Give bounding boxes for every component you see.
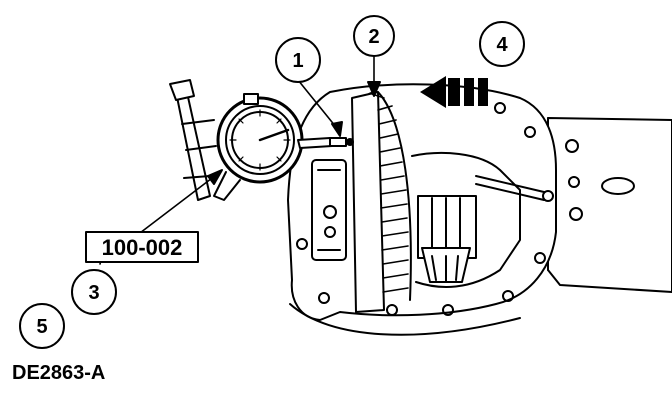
axle-housing-flange [547, 117, 672, 293]
tool-label-box [85, 231, 199, 263]
callout-2-circle [353, 15, 395, 57]
callout-5: 5 [36, 316, 47, 338]
callout-5-circle [19, 303, 65, 349]
callout-3-arrow [207, 169, 223, 185]
callout-3-circle [71, 269, 117, 315]
callout-4-circle [479, 21, 525, 67]
callout-2: 2 [368, 26, 379, 48]
figure-id: DE2863-A [12, 362, 106, 384]
differential-carrier [311, 151, 545, 288]
callout-2-arrow [367, 81, 381, 97]
callout-1: 1 [292, 50, 303, 72]
callout-1-arrow [331, 121, 343, 137]
direction-arrow-icon [420, 76, 488, 108]
dial-indicator-icon [169, 79, 354, 201]
callout-4: 4 [496, 34, 508, 56]
callout-3: 3 [88, 282, 99, 304]
ring-gear [351, 91, 412, 313]
tool-number-label: 100-002 [102, 235, 183, 260]
callout-1-circle [275, 37, 321, 83]
